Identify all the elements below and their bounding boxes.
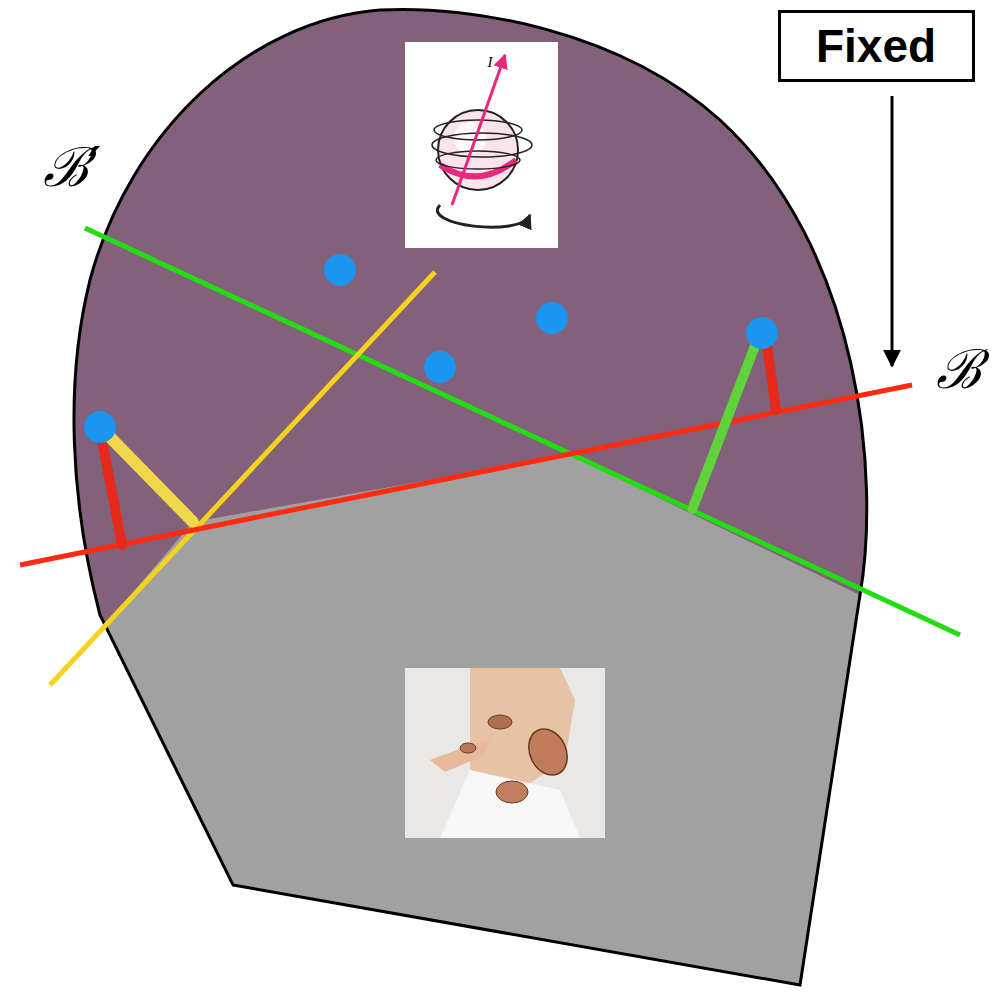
point xyxy=(424,351,456,383)
spin-symbol: I xyxy=(488,55,493,70)
point xyxy=(746,317,778,349)
line-label: ℬ xyxy=(936,343,981,397)
green-distance xyxy=(692,338,758,510)
box-text: Fixed xyxy=(816,21,936,72)
point xyxy=(84,411,116,443)
label-box: Fixed xyxy=(778,10,975,82)
red-distance xyxy=(766,338,776,410)
spin-picture xyxy=(405,42,558,248)
coin-picture xyxy=(405,668,605,838)
point xyxy=(324,254,356,286)
yellow-distance xyxy=(103,430,193,522)
point xyxy=(536,302,568,334)
classical-region xyxy=(95,455,870,990)
green-line xyxy=(85,228,960,635)
yellow-line xyxy=(50,272,435,685)
pointer-arrow xyxy=(891,96,894,366)
region-outline xyxy=(74,9,867,985)
line-label: ℬ′ xyxy=(43,141,100,195)
